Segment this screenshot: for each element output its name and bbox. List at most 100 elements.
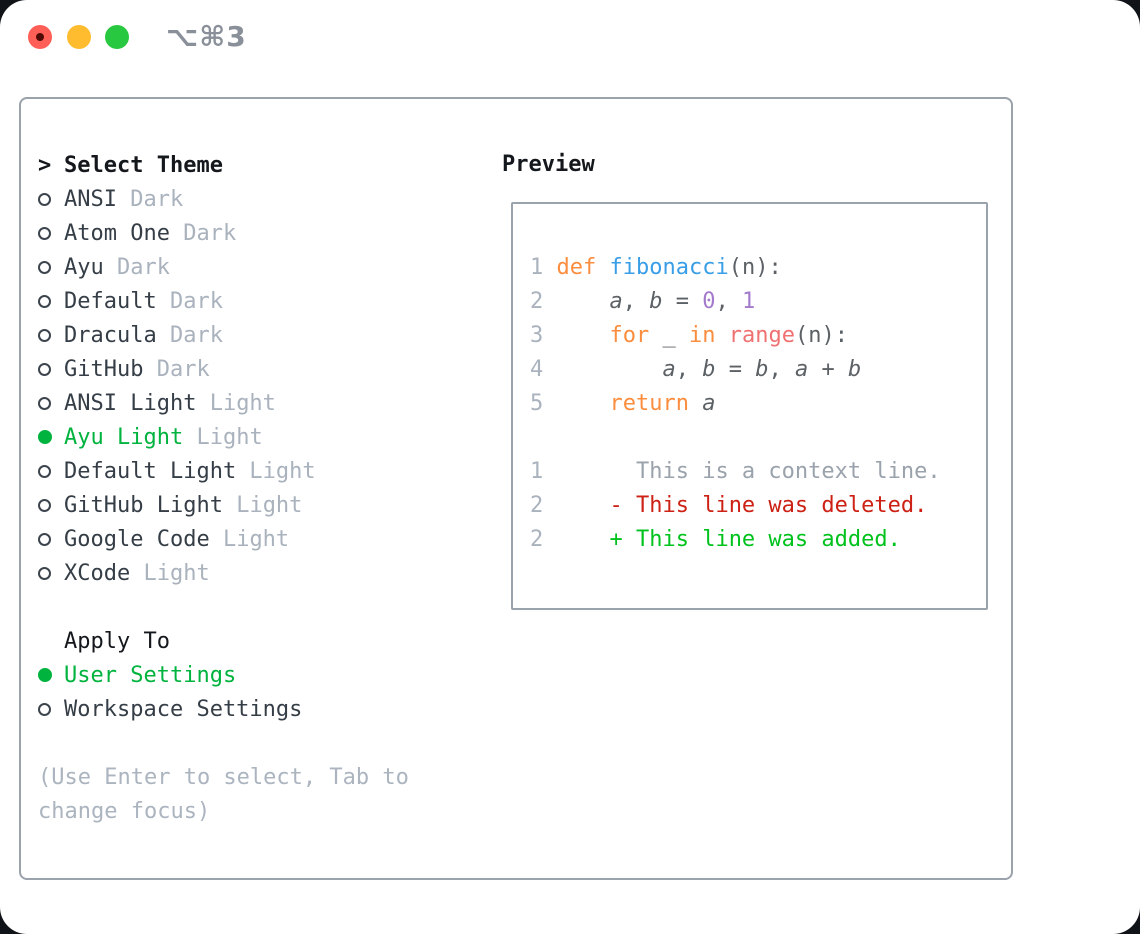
theme-variant: Dark: [143, 356, 210, 382]
code-token-var: b: [755, 357, 769, 382]
code-token-fg: =: [715, 357, 756, 382]
radio-icon[interactable]: [38, 328, 51, 342]
theme-name: XCode: [64, 560, 131, 586]
code-token-var: b: [847, 357, 862, 382]
theme-name: Ayu Light: [64, 424, 184, 450]
minimize-button[interactable]: [67, 25, 91, 49]
radio-icon[interactable]: [38, 532, 51, 546]
apply-option-label: User Settings: [64, 662, 237, 688]
code-token-num: 4: [530, 357, 557, 382]
zoom-button[interactable]: [105, 25, 129, 49]
code-token-fg: [557, 391, 610, 416]
theme-variant: Dark: [103, 254, 170, 280]
theme-option[interactable]: ANSI Light Light: [38, 386, 488, 420]
code-token-num: 1: [530, 255, 557, 280]
code-line: 4 a, b = b, a + b: [530, 353, 986, 387]
theme-name: ANSI Light: [64, 390, 197, 416]
theme-variant: Dark: [169, 220, 237, 246]
theme-option[interactable]: ANSI Dark: [38, 182, 488, 216]
code-token-var: b: [649, 289, 663, 314]
code-token-fg: [557, 527, 610, 552]
theme-name: ANSI: [64, 186, 117, 212]
apply-to-option[interactable]: User Settings: [38, 658, 488, 692]
code-token-fg: [557, 357, 663, 382]
apply-to-option[interactable]: Workspace Settings: [38, 692, 488, 726]
radio-icon[interactable]: [38, 668, 52, 682]
code-token-num: 2: [530, 493, 557, 518]
code-token-var: a: [609, 289, 623, 314]
theme-option[interactable]: GitHub Dark: [38, 352, 488, 386]
code-line: 2 + This line was added.: [530, 523, 986, 557]
spacer: [38, 726, 488, 760]
code-token-fg: [557, 493, 610, 518]
theme-name: Atom One: [64, 220, 170, 246]
theme-option[interactable]: GitHub Light Light: [38, 488, 488, 522]
radio-icon[interactable]: [38, 226, 51, 240]
code-token-const: 0: [702, 289, 716, 314]
code-token-kw: in: [688, 323, 716, 348]
theme-option[interactable]: Dracula Dark: [38, 318, 488, 352]
theme-option[interactable]: Ayu Dark: [38, 250, 488, 284]
close-button[interactable]: [28, 25, 52, 49]
theme-variant: Light: [196, 390, 276, 416]
radio-icon[interactable]: [38, 192, 51, 206]
theme-option[interactable]: Ayu Light Light: [38, 420, 488, 454]
code-token-fg: [596, 255, 609, 280]
theme-variant: Dark: [156, 288, 223, 314]
prompt-icon: >: [38, 152, 52, 178]
theme-option[interactable]: Google Code Light: [38, 522, 488, 556]
radio-icon[interactable]: [38, 396, 51, 410]
code-token-fg: [715, 323, 728, 348]
theme-variant: Light: [209, 526, 290, 552]
code-token-num: 2: [530, 527, 557, 552]
code-token-fg: ,: [675, 357, 703, 382]
code-line: [530, 421, 986, 455]
code-line: 2 - This line was deleted.: [530, 489, 986, 523]
code-token-fg: ,: [622, 289, 650, 314]
theme-variant: Dark: [156, 322, 223, 348]
hint-text-line1: (Use Enter to select, Tab to: [38, 764, 409, 790]
radio-icon[interactable]: [38, 260, 51, 274]
theme-option[interactable]: Default Dark: [38, 284, 488, 318]
radio-icon[interactable]: [38, 430, 52, 444]
radio-icon[interactable]: [38, 362, 51, 376]
theme-name: Ayu: [64, 254, 104, 280]
window-shortcut-label: ⌥⌘3: [166, 20, 247, 53]
code-token-var: b: [702, 357, 716, 382]
theme-name: Dracula: [64, 322, 157, 348]
code-line: 5 return a: [530, 387, 986, 421]
code-token-kw: return: [609, 391, 689, 416]
radio-icon[interactable]: [38, 464, 51, 478]
hint-text-line2: change focus): [38, 798, 211, 824]
radio-icon[interactable]: [38, 498, 51, 512]
theme-name: Default: [64, 288, 157, 314]
theme-variant: Dark: [116, 186, 184, 212]
code-token-num: 1: [530, 459, 557, 484]
theme-variant: Light: [183, 424, 263, 450]
code-token-call: range: [728, 323, 795, 348]
code-token-var: a: [702, 391, 716, 416]
theme-option[interactable]: Atom One Dark: [38, 216, 488, 250]
code-line: 2 a, b = 0, 1: [530, 285, 986, 319]
picker-header-row: > Select Theme: [38, 148, 488, 182]
code-token-fg: (n):: [728, 255, 782, 280]
apply-to-title: Apply To: [64, 628, 170, 654]
code-line: 3 for _ in range(n):: [530, 319, 986, 353]
theme-option[interactable]: XCode Light: [38, 556, 488, 590]
code-token-del: - This line was deleted.: [609, 493, 928, 518]
radio-icon[interactable]: [38, 566, 51, 580]
radio-icon[interactable]: [38, 702, 51, 716]
radio-icon[interactable]: [38, 294, 51, 308]
theme-variant: Light: [236, 458, 316, 484]
theme-option[interactable]: Default Light Light: [38, 454, 488, 488]
code-token-fg: =: [662, 289, 703, 314]
apply-option-label: Workspace Settings: [64, 696, 303, 722]
code-token-kw: for: [609, 323, 650, 348]
code-token-fg: ,: [715, 289, 742, 314]
